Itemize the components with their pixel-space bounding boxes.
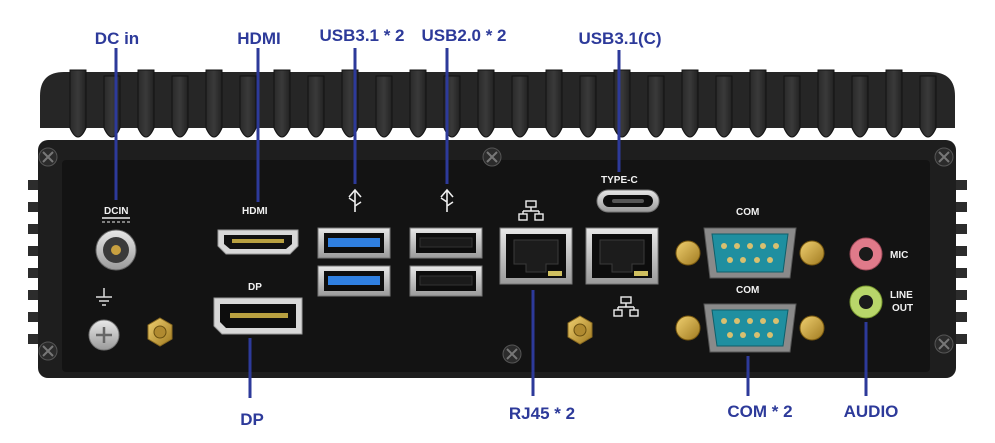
screw xyxy=(38,341,58,361)
heatsink-fin xyxy=(817,69,835,138)
side-fin xyxy=(28,246,40,256)
callout-usb31c: USB3.1(C) xyxy=(578,29,661,48)
side-fin xyxy=(955,224,967,234)
heatsink-fin xyxy=(919,75,937,138)
heatsink-fin xyxy=(783,75,801,138)
heatsink-fin xyxy=(851,75,869,138)
usb2-port-upper xyxy=(409,227,483,259)
corner-screws xyxy=(38,147,954,364)
io-panel xyxy=(62,160,930,372)
side-fin xyxy=(955,246,967,256)
network-icon xyxy=(518,200,544,221)
heatsink-fin xyxy=(409,69,427,138)
usb3-icon xyxy=(348,188,362,212)
callout-usb20: USB2.0 * 2 xyxy=(421,26,506,45)
com-upper-silk-label: COM xyxy=(736,207,759,218)
side-fin xyxy=(955,312,967,322)
side-fin xyxy=(28,180,40,190)
usb2-icon xyxy=(440,188,454,212)
heatsink-fin xyxy=(239,75,257,138)
heatsink-fin xyxy=(205,69,223,138)
dcin-silk-label: DCIN xyxy=(104,206,128,217)
hdmi-silk-label: HDMI xyxy=(242,206,268,217)
side-fins xyxy=(28,180,967,344)
mic-jack: MIC xyxy=(849,237,908,271)
side-fin xyxy=(28,334,40,344)
out-silk-label: OUT xyxy=(892,303,913,314)
ground-screw xyxy=(88,319,120,351)
screw xyxy=(502,344,522,364)
line-silk-label: LINE xyxy=(890,290,913,301)
antenna-connector-left xyxy=(147,317,173,347)
callout-com: COM * 2 xyxy=(727,402,792,421)
side-fin xyxy=(28,312,40,322)
side-fin xyxy=(28,224,40,234)
usb2-port-lower xyxy=(409,265,483,297)
heatsink-fin xyxy=(613,69,631,138)
heatsink-fin xyxy=(477,69,495,138)
heatsink-fin xyxy=(171,75,189,138)
heatsink-fin xyxy=(681,69,699,138)
usb3-port-upper xyxy=(317,227,391,259)
dp-silk-label: DP xyxy=(248,282,262,293)
heatsink-fin xyxy=(137,69,155,138)
com-lower-silk-label: COM xyxy=(736,285,759,296)
leader-lines xyxy=(114,48,868,398)
side-fin xyxy=(28,290,40,300)
dc-in-port: DCIN xyxy=(95,206,137,271)
rj45-port-left xyxy=(499,227,573,285)
heatsink-fin xyxy=(715,75,733,138)
heatsink-fin xyxy=(545,69,563,138)
heatsink-fins xyxy=(40,69,955,138)
type-c-silk-label: TYPE-C xyxy=(601,175,638,186)
heatsink-fin xyxy=(885,69,903,138)
side-fin xyxy=(28,268,40,278)
callout-rj45: RJ45 * 2 xyxy=(509,404,575,423)
heatsink-fin xyxy=(749,69,767,138)
callout-hdmi: HDMI xyxy=(237,29,280,48)
callout-audio: AUDIO xyxy=(844,402,899,421)
heatsink-fin xyxy=(69,69,87,138)
callout-labels: DC in HDMI USB3.1 * 2 USB2.0 * 2 USB3.1(… xyxy=(95,26,899,429)
usb3-port-lower xyxy=(317,265,391,297)
screw xyxy=(934,334,954,354)
heatsink-fin xyxy=(579,75,597,138)
com-port-lower: COM xyxy=(675,285,825,353)
heatsink-fin xyxy=(103,75,121,138)
heatsink-fin xyxy=(273,69,291,138)
rj45-port-right xyxy=(585,227,659,285)
heatsink-fin xyxy=(307,75,325,138)
dp-port: DP xyxy=(213,282,303,335)
side-fin xyxy=(955,202,967,212)
usb-type-c-port: TYPE-C xyxy=(596,175,660,213)
com-port-upper: COM xyxy=(675,207,825,279)
screw xyxy=(482,147,502,167)
heatsink-fin xyxy=(647,75,665,138)
hdmi-port: HDMI xyxy=(217,206,299,255)
antenna-connector-right xyxy=(567,315,593,345)
heatsink-fin xyxy=(375,75,393,138)
side-fin xyxy=(955,334,967,344)
network-icon xyxy=(613,296,639,317)
side-fin xyxy=(955,290,967,300)
mic-silk-label: MIC xyxy=(890,250,908,261)
line-out-jack: LINE OUT xyxy=(849,285,913,319)
screw xyxy=(934,147,954,167)
callout-dc-in: DC in xyxy=(95,29,139,48)
callout-usb31: USB3.1 * 2 xyxy=(319,26,404,45)
callout-dp: DP xyxy=(240,410,264,429)
side-fin xyxy=(955,268,967,278)
ground-icon xyxy=(96,288,112,306)
screw xyxy=(38,147,58,167)
heatsink-fin xyxy=(511,75,529,138)
side-fin xyxy=(28,202,40,212)
side-fin xyxy=(955,180,967,190)
